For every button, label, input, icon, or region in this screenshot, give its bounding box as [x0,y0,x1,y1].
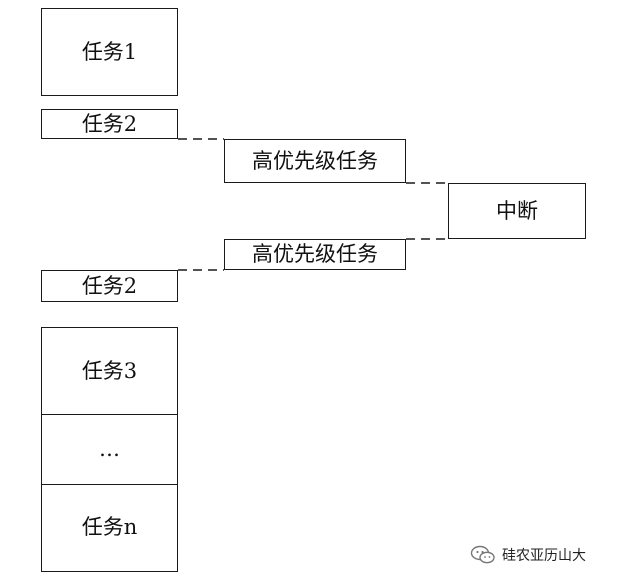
high-priority-task-box-2: 高优先级任务 [224,239,406,270]
watermark-text: 硅农亚历山大 [502,548,586,564]
wechat-icon [470,545,495,564]
task-n-label: 任务n [81,515,138,539]
task2-before-box: 任务2 [41,109,178,139]
task2-after-box: 任务2 [41,270,178,302]
high-priority-task-box-1: 高优先级任务 [224,139,406,183]
ellipsis-segment: … [42,415,177,485]
task1-label: 任务1 [81,39,138,64]
interrupt-box: 中断 [448,183,586,239]
task-stack: 任务3 … 任务n [41,327,178,572]
task2-after-label: 任务2 [81,273,138,298]
watermark: 硅农亚历山大 [470,542,586,568]
task-n-segment: 任务n [42,485,177,570]
task3-label: 任务3 [81,358,138,383]
task2-before-label: 任务2 [81,111,138,136]
high-priority-task-label-1: 高优先级任务 [252,148,378,173]
ellipsis-label: … [99,437,120,461]
task3-segment: 任务3 [42,328,177,415]
interrupt-label: 中断 [496,198,538,223]
high-priority-task-label-2: 高优先级任务 [252,242,378,266]
task1-box: 任务1 [41,8,178,96]
